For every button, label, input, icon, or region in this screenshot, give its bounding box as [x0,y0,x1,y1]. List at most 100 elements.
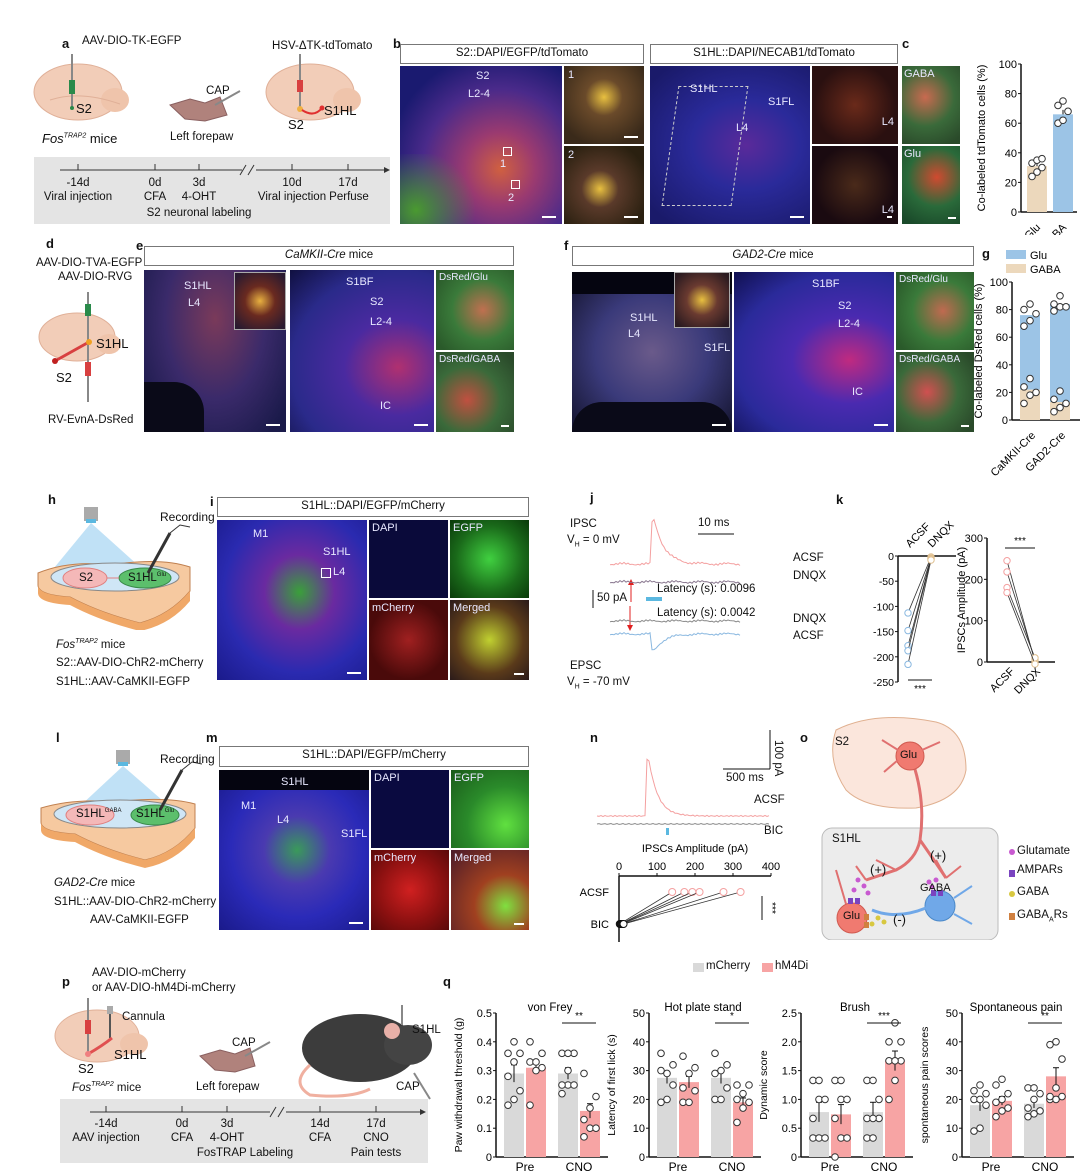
data-point [723,1061,731,1069]
data-point [885,1095,893,1104]
construct-label: S1HL::AAV-DIO-ChR2-mCherry [54,896,217,908]
region-label: L4 [333,566,346,578]
region-label: M1 [253,528,269,540]
data-point [1020,399,1028,408]
panel-label-c: c [902,36,910,51]
inset-label: DAPI [372,522,398,534]
inset-label: 1 [568,69,575,81]
timeline-day: 17d [366,1118,386,1130]
mice-label: FosTRAP2 mice [42,131,118,146]
data-point [516,1049,524,1058]
data-point [1052,1095,1060,1104]
data-point [510,1095,518,1104]
y-tick-label: 2.0 [782,1037,797,1049]
panel-label-a: a [62,36,70,51]
x-tick-label: CNO [566,1160,593,1174]
data-point [564,1066,572,1075]
bar-hm4di [733,1102,753,1157]
sig-label: *** [914,684,926,690]
region-label: S1HL [323,546,351,558]
panel-label-b: b [393,36,401,51]
data-point [1032,388,1040,397]
panel-label-m: m [206,730,218,745]
data-point [1056,387,1064,395]
y-tick-label: 1.0 [782,1094,797,1106]
inset-gaba: GABA [902,66,960,144]
glu-neuron-top [895,741,925,771]
data-point [736,888,745,896]
region-label: L4 [188,297,201,309]
data-point [1052,1038,1060,1046]
timeline-note: Pain tests [350,1147,402,1159]
data-point [663,1095,671,1104]
data-point [821,1134,829,1142]
chart-k1: 0-50-100-150-200-250EPSCs Amplitude (pA)… [873,519,957,690]
region-label: S1FL [768,96,795,108]
timeline-event: CNO [363,1132,389,1144]
region-label: IC [852,386,863,398]
panel-label-d: d [46,236,54,251]
region-label: S1HL [630,312,658,324]
data-point [691,1063,699,1072]
data-point [843,1134,851,1142]
data-point [532,1058,540,1066]
bar [1053,114,1073,212]
y-axis-label: Paw withdrawal threshold (g) [453,1018,465,1153]
data-point [1036,1107,1044,1115]
region-label: S2 [370,296,384,308]
legend-swatch-mcherry [693,963,704,972]
legend-label: Glutamate [1017,845,1071,857]
y-tick-label: BIC [591,919,609,931]
data-point [869,1134,877,1142]
timeline-p: -14d AAV injection 0d CFA 3d 4-OHT 14d C… [60,1099,428,1163]
data-point [739,1089,747,1098]
data-point [1056,292,1064,300]
region-label: S1BF [346,276,374,288]
y-tick-label: 0 [977,657,983,669]
data-point [1030,1095,1038,1104]
region-label: L4 [736,122,749,134]
data-point [992,1098,1000,1107]
trace-ipsc-acsf [609,518,741,566]
panel-label-j: j [590,490,594,505]
data-point [685,1098,693,1107]
data-point [904,626,912,635]
glu-neuron-label: Glu [900,749,918,761]
epsc-label: EPSC [570,660,602,672]
timeline-day: -14d [94,1118,118,1130]
data-point [1026,300,1034,308]
forepaw-icon [169,90,241,122]
x-tick-label: ACSF [988,665,1017,694]
x-tick-label: 200 [686,861,704,873]
x-tick-label: GABA [1039,221,1070,235]
panel-title: S1HL::DAPI/EGFP/mCherry [219,746,529,767]
x-tick-label: 100 [648,861,666,873]
x-tick-label: DNQX [926,519,957,550]
y-tick-label: 40 [633,1037,645,1049]
inset-dsred-glu: DsRed/Glu [896,272,974,350]
x-axis-label: IPSCs Amplitude (pA) [642,843,748,855]
x-tick-label: Pre [982,1160,1001,1174]
region-label: S1BF [812,278,840,290]
data-point [717,1095,725,1104]
data-point [657,1066,665,1075]
data-point [526,1101,534,1109]
cap-label: CAP [206,85,230,97]
recording-label: Recording [160,510,215,524]
x-tick-label: 0 [616,861,622,873]
construct-label: S1HL::AAV-CaMKII-EGFP [56,676,190,688]
data-point [970,1086,978,1095]
panel-label-k: k [836,492,844,507]
brain-diagram-p [54,998,148,1063]
virus-label: AAV-DIO-TVA-EGFP [36,257,143,269]
timeline-day: 14d [310,1118,330,1130]
trace-bic [596,822,770,825]
excitatory-label: (+) [870,862,887,877]
s1hl-label: S1HL [114,1047,147,1062]
slice-recording-diagram-l [40,750,203,868]
micrograph-s2: S2 L2-4 1 2 [400,66,562,224]
data-point [669,1061,677,1069]
inset-label: GABA [904,68,935,80]
trace-label: BIC [764,825,784,837]
